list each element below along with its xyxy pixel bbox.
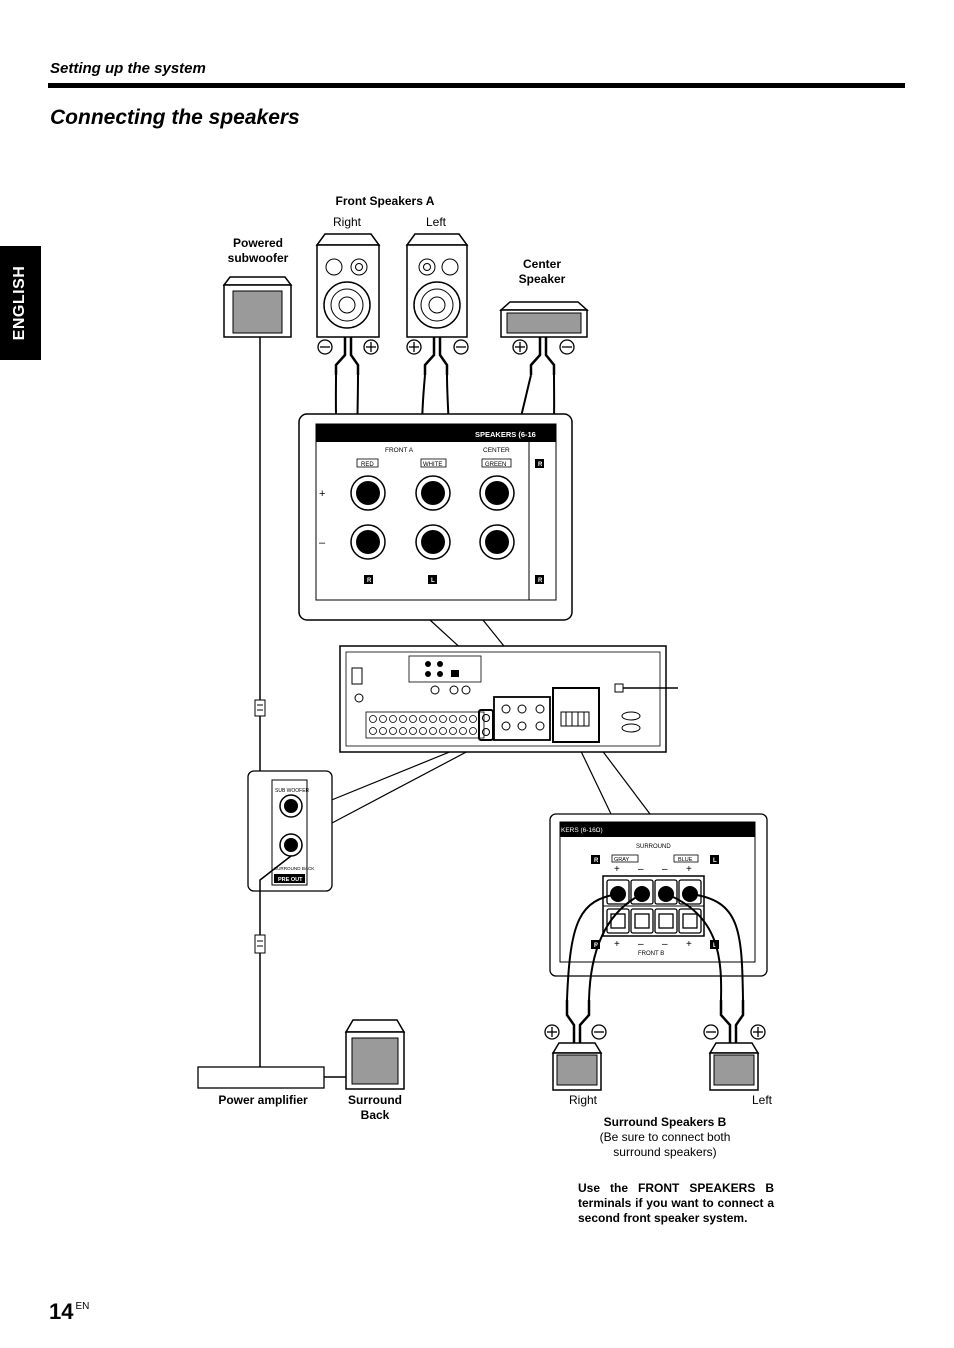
terminal-panel-text: SPEAKERS (6-16 FRONT A CENTER RED WHITE … bbox=[319, 430, 543, 584]
surround-panel-text: KERS (6-16Ω) SURROUND R L GRAY BLUE FRON… bbox=[561, 827, 717, 957]
svg-text:–: – bbox=[638, 939, 644, 950]
svg-text:+: + bbox=[614, 864, 620, 875]
surround-r-top: R bbox=[594, 858, 599, 864]
svg-text:–: – bbox=[662, 864, 668, 875]
r-label-bottom: R bbox=[367, 578, 372, 584]
surround-speakers-b-label: Surround Speakers B bbox=[603, 1115, 727, 1129]
page-number-value: 14 bbox=[49, 1299, 74, 1324]
minus-label: – bbox=[319, 537, 326, 549]
surround-l-bottom: L bbox=[713, 943, 717, 949]
surround-back-jack-label: SURROUND BACK bbox=[274, 866, 315, 871]
center-speaker-label: Center Speaker bbox=[518, 257, 566, 286]
front-speakers-a-label: Front Speakers A bbox=[335, 194, 435, 208]
svg-text:+: + bbox=[614, 939, 620, 950]
surround-polarity-marks: + – – + + – – + bbox=[614, 864, 692, 950]
surround-r-bottom: R bbox=[594, 943, 599, 949]
gray-label: GRAY bbox=[614, 857, 630, 863]
terminal-callout bbox=[298, 413, 573, 621]
front-b-label: FRONT B bbox=[638, 951, 664, 957]
preout-text: SUB WOOFER SURROUND BACK PRE OUT bbox=[274, 788, 315, 883]
surround-right-label: Right bbox=[568, 1093, 597, 1107]
front-left-label: Left bbox=[425, 215, 446, 229]
header-rule bbox=[48, 83, 905, 88]
page-title: Connecting the speakers bbox=[50, 106, 300, 129]
surround-label: SURROUND bbox=[636, 844, 671, 850]
powered-subwoofer-label: Powered subwoofer bbox=[227, 236, 289, 265]
page-number-suffix: EN bbox=[75, 1301, 90, 1312]
r-label-top: R bbox=[538, 462, 543, 468]
blue-label: BLUE bbox=[678, 857, 693, 863]
surround-wire-ends bbox=[565, 1000, 745, 1044]
plus-label: + bbox=[319, 488, 325, 500]
surround-l-top: L bbox=[713, 858, 717, 864]
svg-text:+: + bbox=[686, 864, 692, 875]
subwoofer-jack-label: SUB WOOFER bbox=[275, 788, 310, 794]
surround-speaker-right bbox=[551, 1042, 603, 1091]
polarity-symbols-front bbox=[317, 339, 575, 355]
red-label: RED bbox=[361, 462, 374, 468]
power-amplifier-box bbox=[197, 1066, 346, 1089]
power-amplifier-label: Power amplifier bbox=[218, 1093, 308, 1107]
surround-wires bbox=[566, 893, 744, 1001]
surround-note: (Be sure to connect both surround speake… bbox=[599, 1130, 731, 1159]
r-label-right: R bbox=[538, 578, 543, 584]
surround-panel-header: KERS (6-16Ω) bbox=[561, 827, 603, 834]
surround-speaker-left bbox=[708, 1042, 760, 1091]
pre-out-label: PRE OUT bbox=[278, 877, 303, 883]
surround-callout bbox=[549, 813, 768, 977]
front-speaker-left bbox=[405, 233, 469, 338]
front-speakers-b-note: Use the FRONT SPEAKERS B terminals if yo… bbox=[578, 1181, 774, 1225]
polarity-symbols-surround bbox=[544, 1024, 766, 1040]
preout-callout bbox=[247, 770, 333, 892]
subwoofer-box bbox=[222, 276, 293, 338]
l-label-bottom: L bbox=[431, 578, 435, 584]
white-label: WHITE bbox=[423, 462, 442, 468]
center-label: CENTER bbox=[483, 447, 510, 454]
receiver-rear-panel bbox=[339, 645, 678, 753]
subwoofer-cable bbox=[254, 337, 283, 796]
center-speaker bbox=[499, 301, 589, 338]
front-speaker-wires bbox=[334, 337, 556, 375]
front-speaker-right bbox=[315, 233, 381, 338]
language-tab: ENGLISH bbox=[0, 246, 41, 360]
speakers-header: SPEAKERS (6-16 bbox=[475, 430, 536, 439]
surround-back-label: Surround Back bbox=[348, 1093, 402, 1122]
svg-text:–: – bbox=[662, 939, 668, 950]
surround-back-speaker bbox=[344, 1019, 406, 1090]
surround-back-cable bbox=[254, 855, 292, 1067]
surround-left-label: Left bbox=[751, 1093, 772, 1107]
svg-text:+: + bbox=[686, 939, 692, 950]
front-a-label: FRONT A bbox=[385, 447, 414, 454]
green-label: GREEN bbox=[485, 462, 506, 468]
front-right-label: Right bbox=[332, 215, 361, 229]
section-heading: Setting up the system bbox=[50, 60, 206, 77]
svg-text:–: – bbox=[638, 864, 644, 875]
